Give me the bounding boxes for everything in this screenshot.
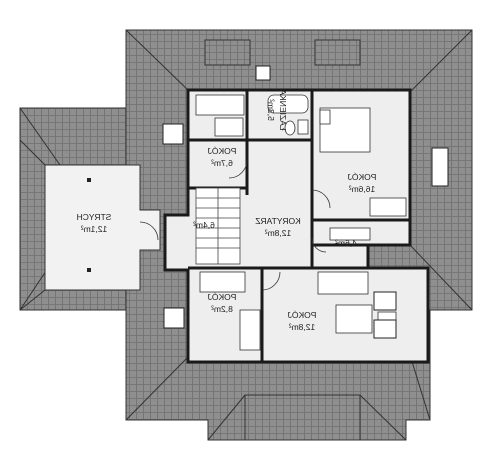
room-br-name: POKÓJ: [288, 310, 317, 320]
corridor-name: KORYTARZ: [255, 216, 301, 226]
bed-room-bl: [199, 271, 246, 293]
room-bl-name: POKÓJ: [208, 292, 237, 302]
room-labels: STRYCH 12,1m² POKÓJ 6,7m² ŁAZIENKA 5,3m²…: [77, 89, 377, 332]
desk-room-bl: [239, 309, 261, 351]
attic-area: [19, 139, 161, 311]
room-right-area: 16,6m²: [349, 184, 376, 194]
roof-windows: [162, 65, 449, 339]
room-top-name: POKÓJ: [208, 146, 237, 156]
furniture: [195, 94, 407, 351]
toilet: [284, 120, 296, 136]
desk-room-br: [335, 304, 373, 334]
desk-room-right: [369, 197, 407, 217]
desk-room-top: [214, 117, 244, 137]
attic-area-label: 12,1m²: [81, 224, 108, 234]
doors: [139, 159, 331, 291]
bed-room-br: [317, 271, 369, 295]
attic-name: STRYCH: [77, 212, 112, 222]
corridor-area: 12,8m²: [265, 228, 292, 238]
dormer-top-right: [314, 39, 361, 66]
small-room-area: 4,6m²: [335, 238, 357, 248]
wardrobe-small-room: [329, 227, 371, 241]
bathtub: [267, 94, 309, 114]
bath-name: ŁAZIENKA: [278, 89, 288, 130]
bath-area: 5,3m²: [266, 99, 276, 121]
room-br-area: 12,8m²: [289, 322, 316, 332]
room-bl-area: 8,2m²: [211, 304, 233, 314]
stair-hall-area: 6,4m²: [193, 220, 215, 230]
bed-room-top: [195, 94, 245, 116]
washbasin: [297, 119, 309, 135]
dormer-bottom: [244, 394, 361, 441]
room-top-area: 6,7m²: [211, 158, 233, 168]
dormer-top-left: [204, 39, 251, 66]
pillow-right: [319, 109, 331, 125]
staircase: [195, 187, 241, 265]
room-right-name: POKÓJ: [348, 172, 377, 182]
